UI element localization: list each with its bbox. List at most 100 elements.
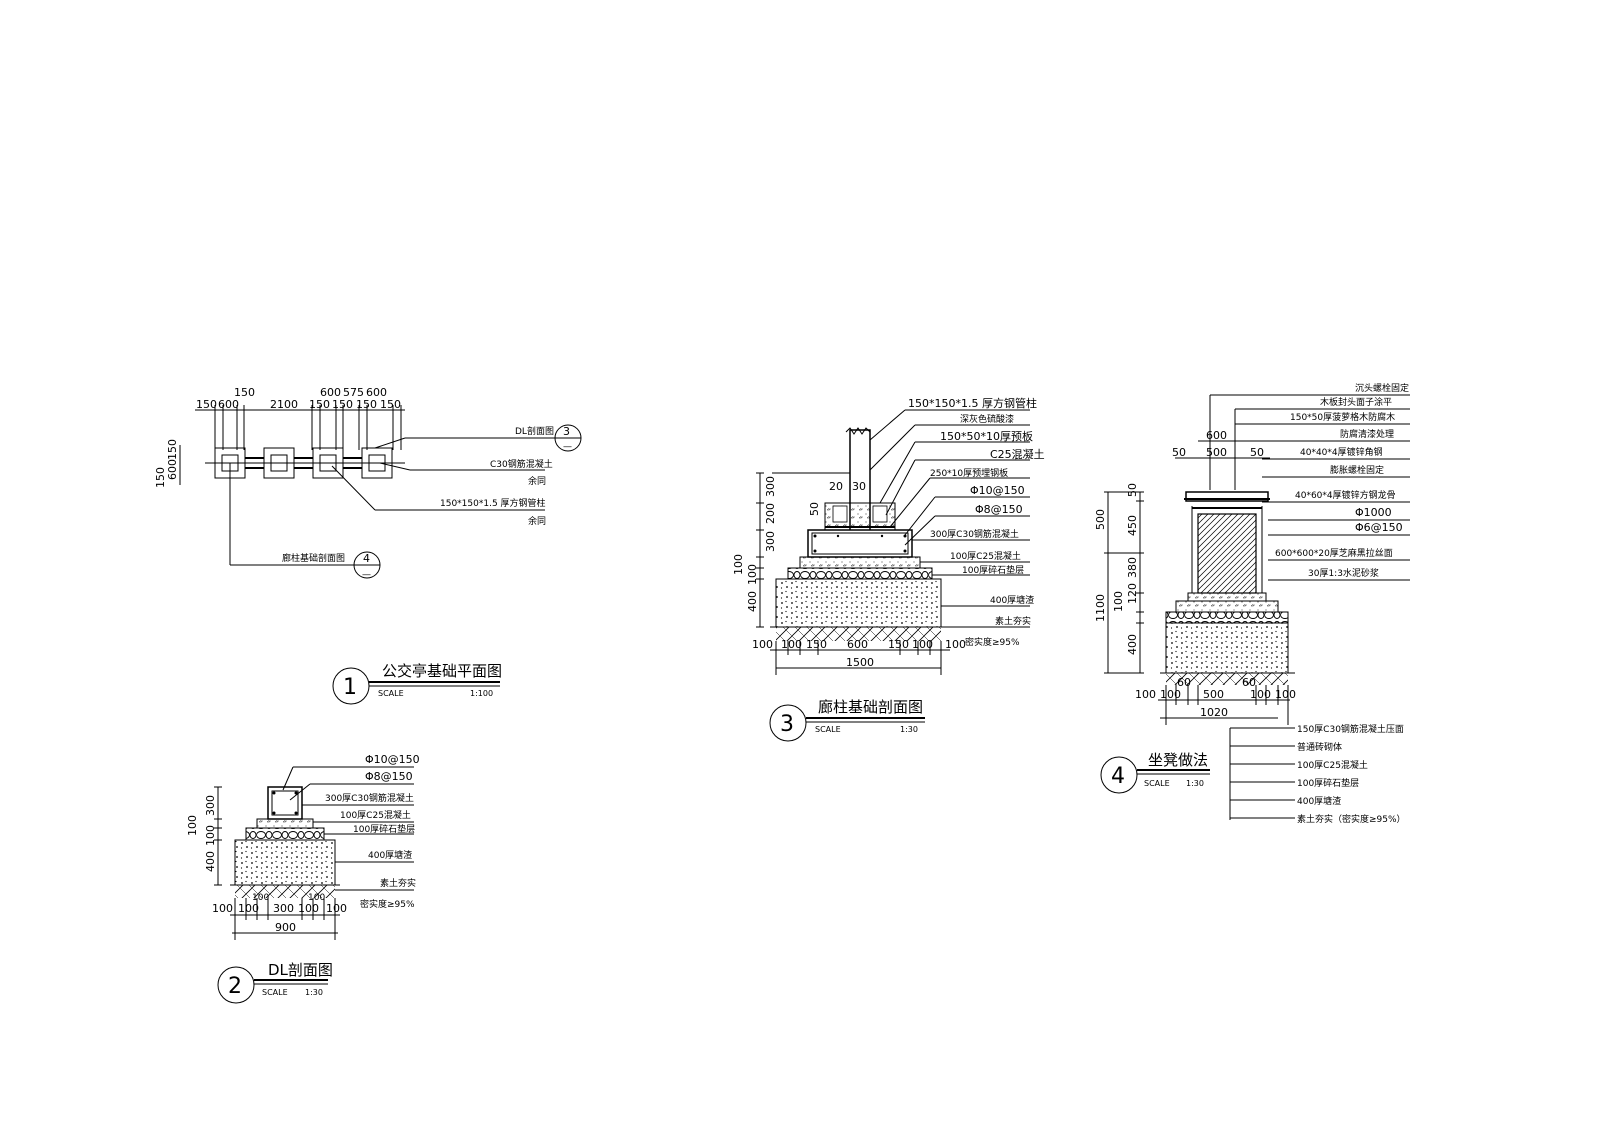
- d2-bottom-dim: 100: [326, 902, 347, 915]
- d4-top-callout: 防腐清漆处理: [1340, 428, 1394, 440]
- d4-top-callout: 40*60*4厚镀锌方钢龙骨: [1295, 489, 1396, 501]
- d3-left-dim: 100: [732, 554, 745, 575]
- d3-left-dim: 300: [764, 476, 777, 497]
- d3-small-dim: 20: [829, 480, 843, 493]
- d2-bottom-dim: 100: [238, 902, 259, 915]
- d4-bottom-callout: 150厚C30钢筋混凝土压面: [1297, 723, 1404, 735]
- d4-top-callout: 600*600*20厚芝麻黑拉丝面: [1275, 547, 1393, 559]
- d3-small-dim: 50: [808, 502, 821, 516]
- d4-top-callout: 30厚1:3水泥砂浆: [1308, 567, 1379, 579]
- d4-top-dim: 500: [1206, 446, 1227, 459]
- drawing-4-section: 沉头螺栓固定 木板封头面子涂平 150*50厚菠萝格木防腐木 防腐清漆处理 40…: [1094, 382, 1410, 825]
- d3-left-dim: 100: [746, 564, 759, 585]
- d1-left-dim: 150: [166, 439, 179, 460]
- d1-top-dim: 150: [356, 398, 377, 411]
- d1-number: 1: [343, 675, 357, 700]
- d4-top-callout: Φ6@150: [1355, 521, 1403, 534]
- d4-left-dim: 380: [1126, 557, 1139, 578]
- d2-callout: 300厚C30钢筋混凝土: [325, 792, 414, 804]
- d2-callout: 400厚塘渣: [368, 849, 412, 861]
- d3-bottom-dim: 100: [781, 638, 802, 651]
- d3-total: 1500: [846, 656, 874, 669]
- d1-top-dim: 150: [309, 398, 330, 411]
- d2-left-dim: 400: [204, 851, 217, 872]
- d4-top-callout: 膨胀螺栓固定: [1330, 464, 1384, 476]
- d4-number: 4: [1111, 764, 1125, 789]
- d3-callout: Φ8@150: [975, 503, 1023, 516]
- drawing-3-section: 150*150*1.5 厚方钢管柱 深灰色硫酸漆 150*50*10厚预板 C2…: [732, 396, 1045, 742]
- d2-left-dim: 300: [204, 795, 217, 816]
- d4-bottom-dim: 100: [1135, 688, 1156, 701]
- d4-bottom-dim: 60: [1242, 676, 1256, 689]
- d2-callout: 素土夯实: [380, 877, 416, 889]
- d1-top-dim: 150: [196, 398, 217, 411]
- d3-callout: 素土夯实: [995, 615, 1031, 627]
- d2-number: 2: [228, 974, 242, 999]
- d4-scale-word: SCALE: [1144, 779, 1170, 788]
- d4-left-dim: 100: [1112, 591, 1125, 612]
- d1-top-dim: 150: [380, 398, 401, 411]
- d4-bottom-dim: 500: [1203, 688, 1224, 701]
- d4-top-callout: 木板封头面子涂平: [1320, 396, 1392, 408]
- d4-bottom-callout: 100厚碎石垫层: [1297, 777, 1359, 789]
- d1-ref-dl-sub: —: [563, 442, 572, 452]
- d2-callout: 密实度≥95%: [360, 898, 415, 910]
- d4-bottom-dim: 100: [1275, 688, 1296, 701]
- d4-outer-dim: 1100: [1094, 594, 1107, 622]
- d4-left-dim: 400: [1126, 634, 1139, 655]
- d2-scale-word: SCALE: [262, 988, 288, 997]
- d3-callout: 250*10厚预埋钢板: [930, 467, 1008, 479]
- d3-title: 廊柱基础剖面图: [818, 698, 923, 716]
- d3-bottom-dim: 150: [806, 638, 827, 651]
- d4-top-dim: 50: [1172, 446, 1186, 459]
- d3-callout: 深灰色硫酸漆: [960, 413, 1014, 425]
- d4-bottom-dim: 100: [1250, 688, 1271, 701]
- d2-callout: Φ8@150: [365, 770, 413, 783]
- d1-callout: 余同: [528, 475, 546, 487]
- d4-title: 坐凳做法: [1148, 751, 1208, 769]
- d1-ref-col-sub: —: [362, 570, 371, 580]
- d4-bottom-dim: 100: [1160, 688, 1181, 701]
- d1-ref-dl-label: DL剖面图: [515, 425, 554, 437]
- d4-top-callout: 150*50厚菠萝格木防腐木: [1290, 411, 1395, 423]
- d1-ref-col-num: 4: [363, 552, 370, 565]
- d1-top-dim: 575: [343, 386, 364, 399]
- d4-top-callout: 沉头螺栓固定: [1355, 382, 1409, 394]
- d1-top-dim: 600: [366, 386, 387, 399]
- d4-top-callout: Φ1000: [1355, 506, 1392, 519]
- d1-title: 公交亭基础平面图: [382, 662, 502, 680]
- d2-callout: 100厚碎石垫层: [353, 823, 415, 835]
- d1-ref-col-label: 廊柱基础剖面图: [282, 552, 345, 564]
- d3-number: 3: [780, 712, 794, 737]
- d2-bottom-dim: 100: [308, 893, 325, 903]
- d1-top-dim: 2100: [270, 398, 298, 411]
- d2-scale-value: 1:30: [305, 988, 323, 997]
- d4-bottom-dim: 60: [1177, 676, 1191, 689]
- d4-top-callout: 40*40*4厚镀锌角钢: [1300, 446, 1383, 458]
- d2-total: 900: [275, 921, 296, 934]
- d2-title: DL剖面图: [268, 961, 333, 979]
- d3-bottom-dim: 100: [945, 638, 966, 651]
- d4-outer-dim: 500: [1094, 509, 1107, 530]
- d3-small-dim: 30: [852, 480, 866, 493]
- d2-left-dim: 100: [186, 815, 199, 836]
- d4-bottom-callout: 普通砖砌体: [1297, 741, 1342, 753]
- d3-bottom-dim: 100: [912, 638, 933, 651]
- d2-bottom-dim: 100: [252, 893, 269, 903]
- d2-bottom-dim: 100: [298, 902, 319, 915]
- d3-left-dim: 400: [746, 591, 759, 612]
- d2-bottom-dim: 300: [273, 902, 294, 915]
- d4-bottom-callout: 400厚塘渣: [1297, 795, 1341, 807]
- d3-scale-word: SCALE: [815, 725, 841, 734]
- d3-callout: 150*150*1.5 厚方钢管柱: [908, 396, 1037, 410]
- d1-left-dim: 150: [154, 467, 167, 488]
- d3-scale-value: 1:30: [900, 725, 918, 734]
- drawing-2-section: Φ10@150 Φ8@150 300厚C30钢筋混凝土 100厚C25混凝土 1…: [186, 753, 420, 1004]
- d4-total: 1020: [1200, 706, 1228, 719]
- d2-bottom-dim: 100: [212, 902, 233, 915]
- d3-callout: 100厚碎石垫层: [962, 564, 1024, 576]
- d4-top-dim: 600: [1206, 429, 1227, 442]
- d1-scale-value: 1:100: [470, 689, 493, 698]
- d1-top-dim: 600: [320, 386, 341, 399]
